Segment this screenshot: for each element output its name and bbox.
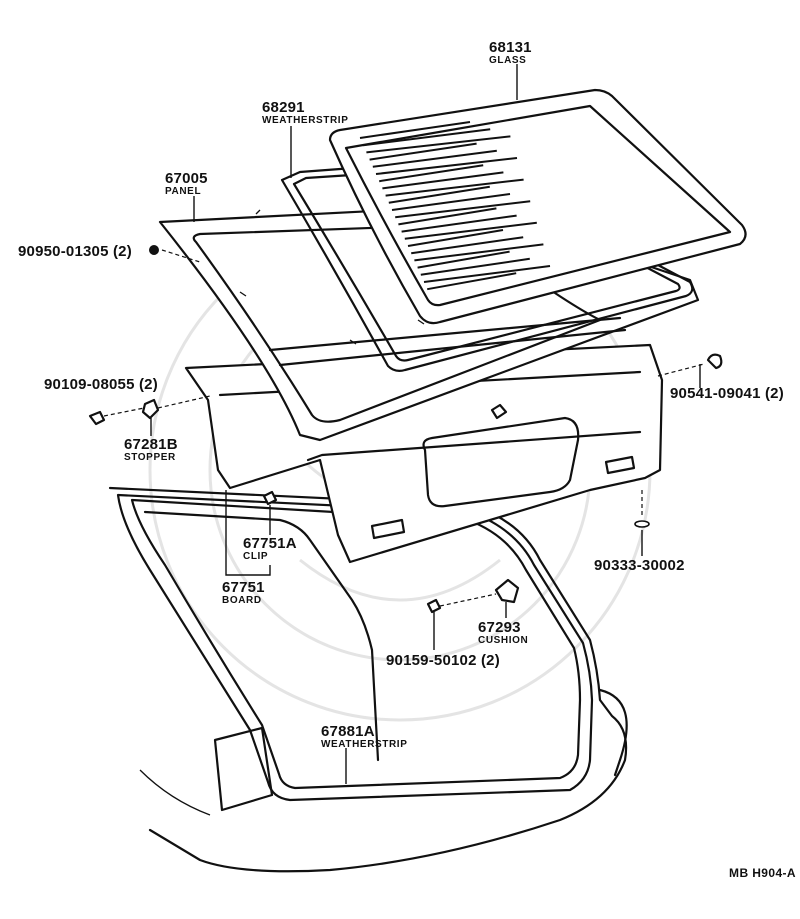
- callout-weatherstrip-lower: 67881A WEATHERSTRIP: [321, 724, 407, 750]
- callout-pin: 90333-30002: [594, 558, 685, 573]
- part-number-board: 67751: [222, 579, 265, 596]
- part-number-weatherstrip-upper: 68291: [262, 99, 305, 116]
- glass-reflection-stripe: [382, 171, 504, 190]
- part-number-panel: 67005: [165, 170, 208, 187]
- glass-reflection-stripe: [385, 178, 524, 197]
- glass-reflection-stripe: [414, 243, 544, 262]
- callout-cushion: 67293 CUSHION: [478, 620, 528, 646]
- part-number-weatherstrip-lower: 67881A: [321, 723, 375, 740]
- part-number-stopper: 67281B: [124, 436, 178, 453]
- glass-reflection-stripe: [363, 128, 491, 147]
- callout-stopper: 67281B STOPPER: [124, 437, 178, 463]
- part-name-stopper: STOPPER: [124, 452, 176, 463]
- callout-glass: 68131 GLASS: [489, 40, 532, 66]
- part-name-clip: CLIP: [243, 551, 269, 562]
- glass-reflection-stripe: [427, 272, 517, 291]
- callout-grommet: 90950-01305 (2): [18, 244, 132, 259]
- callout-screw-left: 90109-08055 (2): [44, 377, 158, 392]
- part-name-panel: PANEL: [165, 186, 202, 197]
- callout-board: 67751 BOARD: [222, 580, 265, 606]
- callout-clip: 67751A CLIP: [243, 536, 297, 562]
- upper-weatherstrip-ring: [280, 158, 694, 372]
- glass-reflection-stripe: [417, 250, 510, 269]
- part-name-cushion: CUSHION: [478, 635, 529, 646]
- part-number-clip: 67751A: [243, 535, 297, 552]
- glass-reflection-stripe: [366, 135, 511, 154]
- part-name-board: BOARD: [222, 595, 262, 606]
- glass-reflection-stripe: [423, 265, 551, 283]
- part-number-nut-right: 90541-09041 (2): [670, 385, 784, 402]
- part-number-screw-left: 90109-08055 (2): [44, 376, 158, 393]
- hardware-items: [88, 245, 723, 614]
- glass-reflection-stripe: [407, 229, 504, 247]
- glass-reflection-stripe: [411, 236, 524, 255]
- vehicle-body: [108, 486, 628, 873]
- part-number-cushion: 67293: [478, 619, 521, 636]
- part-name-glass: GLASS: [489, 55, 527, 66]
- glass-reflection-stripe: [369, 142, 477, 161]
- figure-code: MB H904-A: [729, 866, 796, 880]
- part-number-grommet: 90950-01305 (2): [18, 243, 132, 260]
- part-number-screw-lower: 90159-50102 (2): [386, 652, 500, 669]
- callout-weatherstrip-upper: 68291 WEATHERSTRIP: [262, 100, 348, 126]
- callout-nut-right: 90541-09041 (2): [670, 386, 784, 401]
- glass-reflection-stripe: [420, 257, 530, 276]
- leader-lines: [103, 64, 705, 784]
- glass-reflection-stripe: [391, 193, 511, 211]
- glass-reflection-stripe: [359, 121, 471, 139]
- rear-glass: [328, 88, 747, 325]
- glass-reflection-stripe: [404, 221, 537, 240]
- glass-reflection-stripe: [375, 157, 518, 175]
- callout-panel: 67005 PANEL: [165, 171, 208, 197]
- part-name-weatherstrip-lower: WEATHERSTRIP: [321, 739, 408, 750]
- part-number-pin: 90333-30002: [594, 557, 685, 574]
- glass-reflection-stripe: [388, 185, 490, 204]
- glass-reflection-stripe: [395, 200, 531, 219]
- glass-reflection-stripe: [379, 164, 484, 183]
- glass-reflection-stripe: [372, 149, 497, 168]
- glass-reflection-stripe: [398, 207, 497, 226]
- glass-reflection-stripe: [401, 214, 517, 233]
- part-name-weatherstrip-upper: WEATHERSTRIP: [262, 115, 349, 126]
- part-number-glass: 68131: [489, 39, 532, 56]
- callout-screw-lower: 90159-50102 (2): [386, 653, 500, 668]
